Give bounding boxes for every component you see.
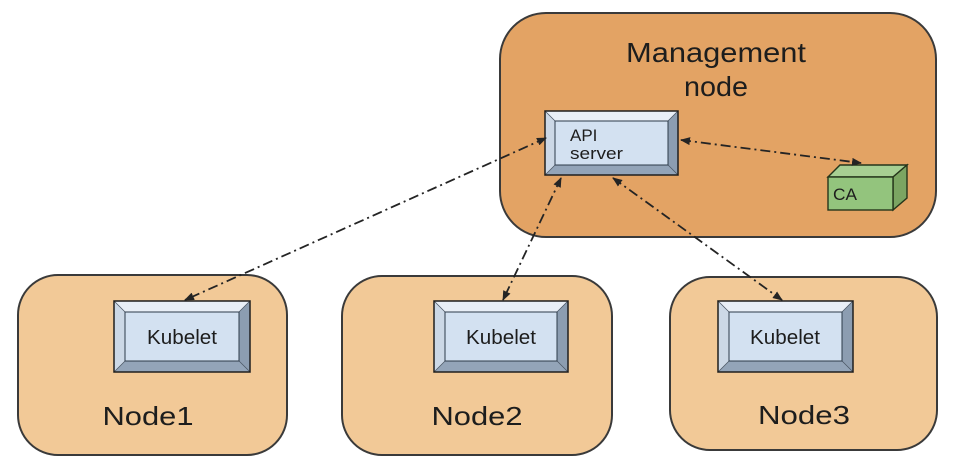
management-node: Management node bbox=[499, 12, 937, 238]
api-server-bevel bbox=[667, 110, 679, 176]
api-server-bevel bbox=[544, 164, 679, 176]
kubelet-bevel bbox=[113, 360, 251, 373]
kubelet-bevel bbox=[717, 360, 854, 373]
node3-label: Node3 bbox=[758, 400, 850, 430]
kubelet-face bbox=[124, 311, 240, 362]
kubelet-face bbox=[444, 311, 558, 362]
node1-label: Node1 bbox=[103, 401, 194, 431]
api-server-face bbox=[554, 120, 669, 166]
connector-api-server-node1-kubelet bbox=[184, 137, 547, 301]
node2-kubelet-box: Kubelet bbox=[433, 300, 569, 373]
node1-kubelet-box: Kubelet bbox=[113, 300, 251, 373]
kubelet-bevel bbox=[433, 300, 446, 373]
kubelet-face bbox=[728, 311, 843, 362]
kubelet-bevel bbox=[433, 300, 569, 313]
kubelet-bevel bbox=[841, 300, 854, 373]
kubelet-bevel bbox=[238, 300, 251, 373]
api-server-label-line1: API bbox=[570, 126, 597, 145]
ca-label: CA bbox=[833, 185, 858, 204]
node3-kubelet-box: Kubelet bbox=[717, 300, 854, 373]
ca-box-front bbox=[827, 176, 894, 211]
node2-kubelet-label: Kubelet bbox=[466, 327, 536, 349]
ca-box: CA bbox=[826, 163, 909, 212]
kubelet-outline bbox=[717, 300, 854, 373]
kubelet-bevel bbox=[113, 300, 251, 313]
kubelet-bevel bbox=[717, 300, 730, 373]
node2-label: Node2 bbox=[432, 401, 523, 431]
node3-kubelet-label: Kubelet bbox=[750, 327, 820, 349]
connector-api-server-node2-kubelet bbox=[502, 177, 562, 301]
api-server-box: API server bbox=[544, 110, 679, 176]
management-node-title-line1: Management bbox=[626, 37, 806, 68]
management-node-title-line2: node bbox=[684, 71, 748, 102]
kubelet-bevel bbox=[717, 300, 854, 313]
kubelet-bevel bbox=[433, 360, 569, 373]
kubelet-outline bbox=[433, 300, 569, 373]
api-server-label-line2: server bbox=[570, 144, 623, 163]
kubelet-bevel bbox=[113, 300, 126, 373]
kubelet-bevel bbox=[556, 300, 569, 373]
kubelet-outline bbox=[113, 300, 251, 373]
node1-kubelet-label: Kubelet bbox=[147, 327, 217, 349]
api-server-bevel bbox=[544, 110, 556, 176]
connector-api-server-node3-kubelet bbox=[612, 177, 783, 301]
api-server-bevel bbox=[544, 110, 679, 122]
